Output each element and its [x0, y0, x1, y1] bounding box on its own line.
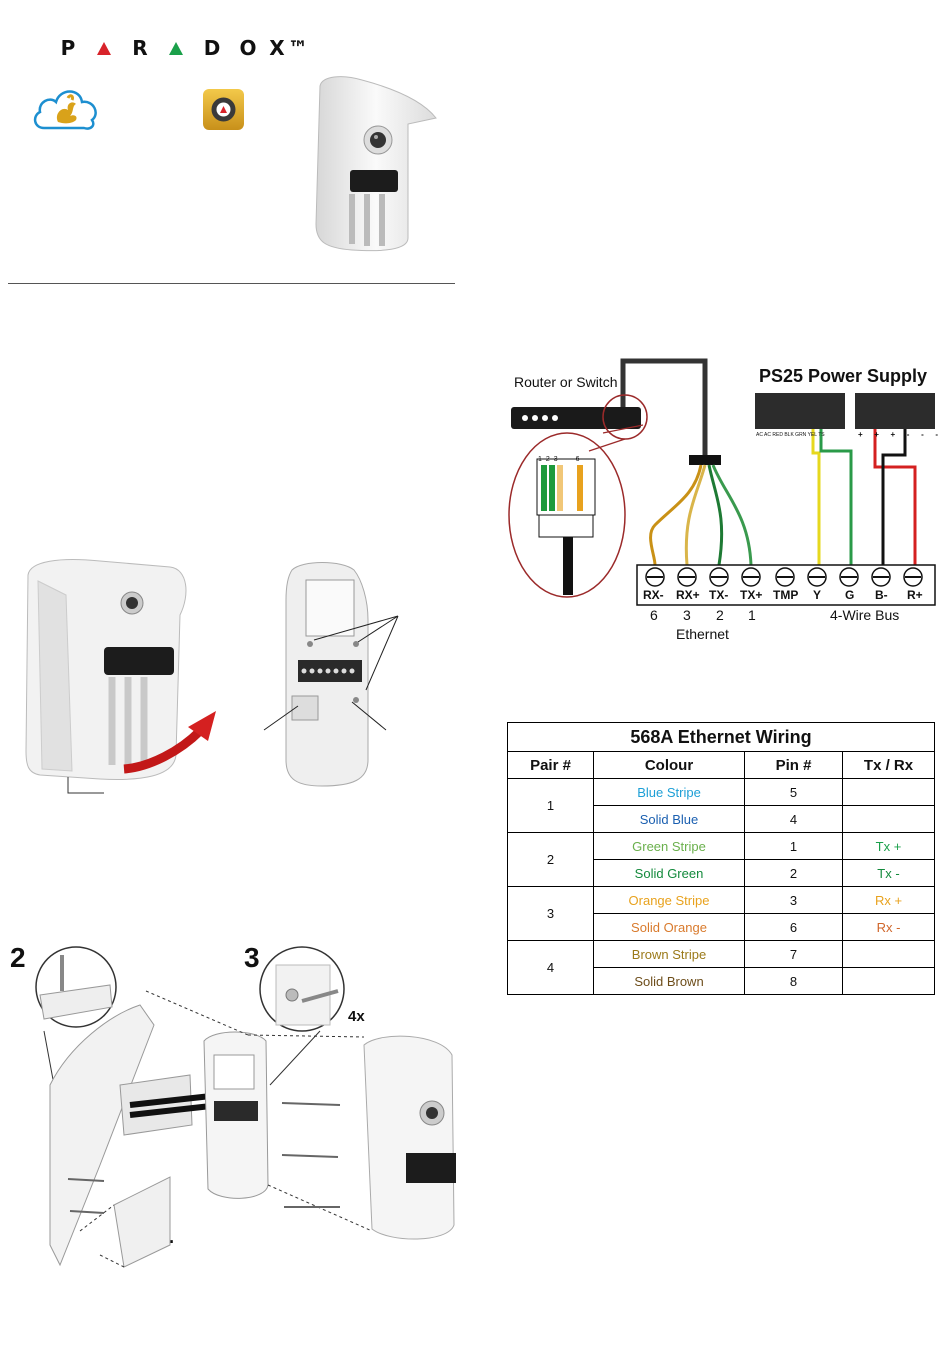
exploded-mounting-image	[35, 946, 456, 1268]
psu-left-terminal-labels: AC AC RED BLK GRN YEL TS	[756, 432, 825, 438]
txrx-cell	[842, 967, 935, 995]
pin-cell: 4	[744, 805, 843, 833]
txrx-cell: Tx -	[842, 859, 935, 887]
table-title: 568A Ethernet Wiring	[507, 722, 935, 752]
pin-number: 6	[650, 607, 658, 623]
colour-cell: Brown Stripe	[593, 940, 745, 968]
back-plate-image	[263, 562, 399, 787]
pair-cell: 3	[507, 886, 594, 941]
rj45-pin: 3	[553, 456, 559, 463]
pin-number: 3	[683, 607, 691, 623]
router-label: Router or Switch	[514, 374, 618, 390]
terminal-g: G	[845, 588, 855, 602]
header-divider	[8, 283, 455, 284]
colour-cell: Solid Blue	[593, 805, 745, 833]
header-colour: Colour	[593, 751, 745, 779]
terminal-y: Y	[813, 588, 822, 602]
logo-letter-r: R	[132, 36, 148, 60]
pin-cell: 8	[744, 967, 843, 995]
ethernet-wiring-table: 568A Ethernet Wiring Pair # Colour Pin #…	[507, 722, 935, 995]
pin-cell: 7	[744, 940, 843, 968]
psu-terminal: -	[935, 430, 938, 439]
ethernet-label: Ethernet	[676, 626, 729, 642]
colour-cell: Blue Stripe	[593, 778, 745, 806]
table-row: Solid Brown 8	[508, 967, 935, 995]
paradox-logo: P R D O X ™	[50, 36, 308, 60]
pin-number: 1	[748, 607, 756, 623]
psu-terminal: +	[858, 430, 863, 439]
pin-cell: 5	[744, 778, 843, 806]
ethernet-pin-numbers: 6 3 2 1	[650, 607, 770, 623]
terminal-tx-plus: TX+	[740, 588, 763, 602]
pair-cell: 4	[507, 940, 594, 995]
txrx-cell	[842, 805, 935, 833]
colour-cell: Orange Stripe	[593, 886, 745, 914]
txrx-cell	[842, 940, 935, 968]
txrx-cell: Tx +	[842, 832, 935, 860]
terminal-tx-minus: TX-	[709, 588, 729, 602]
pin-cell: 1	[744, 832, 843, 860]
psu-terminal: -	[906, 430, 910, 439]
table-row: 1 Blue Stripe 5	[507, 778, 935, 833]
logo-green-triangle	[169, 41, 183, 55]
logo-letter-d: D	[203, 36, 221, 60]
pin-cell: 3	[744, 886, 843, 914]
pin-cell: 2	[744, 859, 843, 887]
table-row: 2 Green Stripe 1 Tx +	[507, 832, 935, 887]
colour-cell: Green Stripe	[593, 832, 745, 860]
header-pin: Pin #	[744, 751, 843, 779]
txrx-cell: Rx +	[842, 886, 935, 914]
terminal-tmp: TMP	[773, 588, 799, 602]
terminal-r-plus: R+	[907, 588, 923, 602]
rj45-pin: 6	[575, 456, 581, 463]
logo-letter-x: X	[269, 36, 285, 60]
rj45-pin: 1	[538, 456, 543, 463]
pin-number: 2	[716, 607, 724, 623]
colour-cell: Solid Green	[593, 859, 745, 887]
table-row: Solid Blue 4	[508, 805, 935, 833]
txrx-cell	[842, 778, 935, 806]
logo-red-triangle	[97, 41, 111, 55]
header-pair: Pair #	[507, 751, 594, 779]
logo-letter-o: O	[239, 36, 257, 60]
device-opening-image	[25, 559, 216, 794]
step-3-label: 3	[244, 942, 260, 973]
rj45-pin-labels: 1 2 3 6	[538, 456, 580, 463]
pair-cell: 1	[507, 778, 594, 833]
bus-label: 4-Wire Bus	[830, 607, 900, 623]
txrx-cell: Rx -	[842, 913, 935, 941]
colour-cell: Solid Brown	[593, 967, 745, 995]
terminal-rx-minus: RX-	[643, 588, 664, 602]
terminal-b-minus: B-	[875, 588, 888, 602]
colour-cell: Solid Orange	[593, 913, 745, 941]
rj45-pin: 2	[545, 456, 551, 463]
terminal-rx-plus: RX+	[676, 588, 700, 602]
step-2-label: 2	[10, 942, 26, 973]
pair-cell: 2	[507, 832, 594, 887]
logo-letter-p: P	[60, 36, 76, 60]
terminal-labels: RX- RX+ TX- TX+ TMP Y G B- R+	[640, 588, 940, 604]
psu-title: PS25 Power Supply	[759, 366, 928, 386]
table-row: 3 Orange Stripe 3 Rx +	[507, 886, 935, 941]
logo-trademark: ™	[288, 36, 308, 60]
psu-terminal: -	[921, 430, 924, 439]
header-txrx: Tx / Rx	[842, 751, 935, 779]
table-row: 4 Brown Stripe 7	[507, 940, 935, 995]
wiring-diagram	[508, 358, 936, 606]
swan-cloud-icon	[33, 90, 97, 130]
psu-right-terminal-labels: + + + - - -	[858, 430, 938, 439]
screw-count-label: 4x	[348, 1008, 365, 1025]
camera-device-image	[315, 76, 437, 252]
psu-terminal: +	[890, 430, 896, 439]
psu-terminal: +	[874, 430, 879, 439]
insite-gold-app-icon	[203, 89, 244, 130]
table-row: Solid Green 2 Tx -	[508, 859, 935, 887]
pin-cell: 6	[744, 913, 843, 941]
